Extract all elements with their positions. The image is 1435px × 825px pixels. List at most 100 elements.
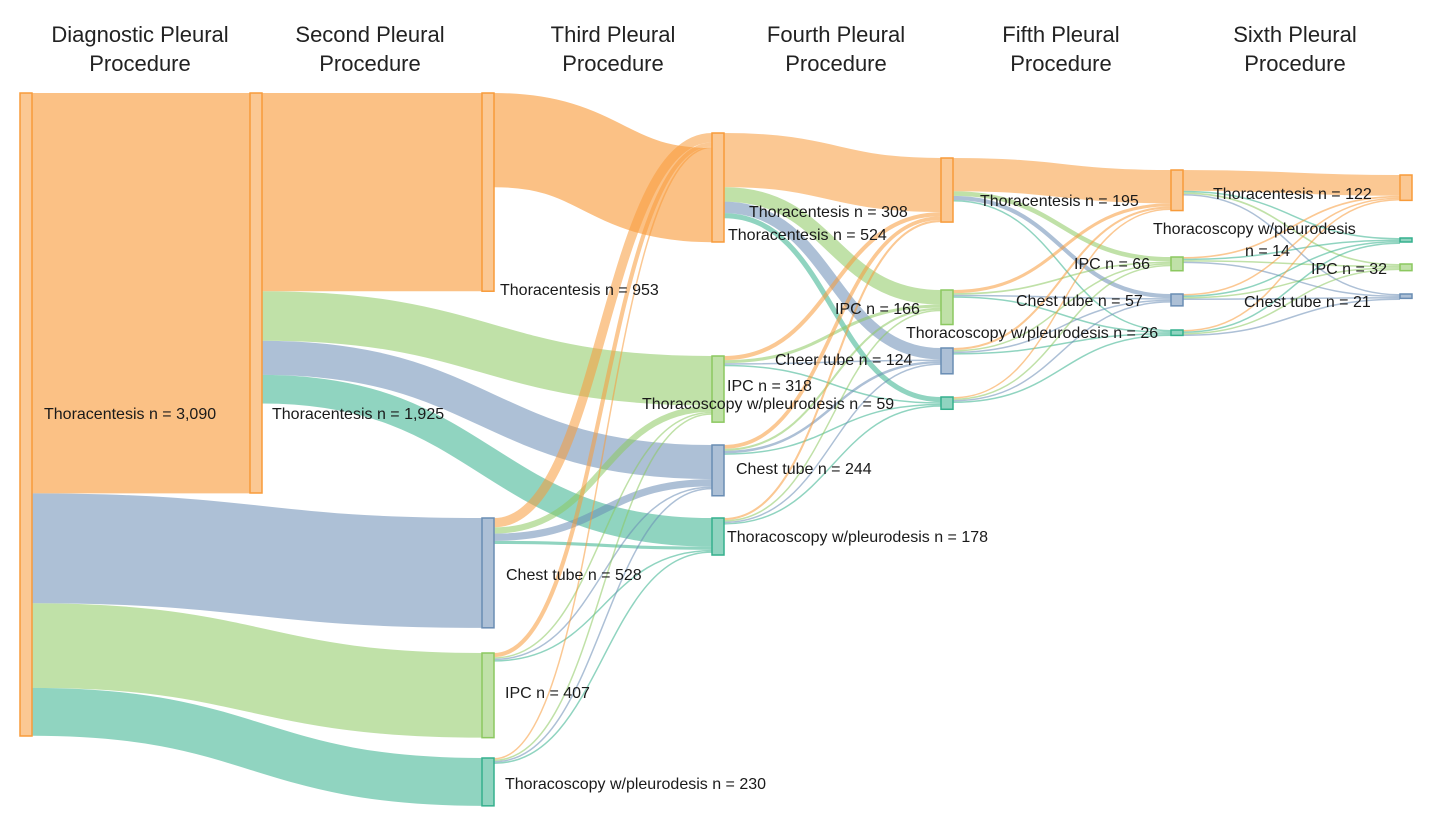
flow-f_s-to-v_c [723,363,942,524]
flow-f_i-to-v_c [723,359,942,365]
label-y_i: IPC n = 32 [1311,261,1387,278]
node-t_c [481,517,495,629]
label-s_t: Thoracentesis n = 1,925 [272,406,444,423]
label-x_t: Thoracentesis n = 195 [980,193,1139,210]
flow-v_i-to-x_c [952,294,1172,300]
flow-v_c-to-x_i [952,263,1172,352]
flow-x_t-to-y_t [1182,170,1401,196]
node-v_s [940,396,954,411]
flow-v_c-to-x_s [952,333,1172,355]
node-t_t [481,92,495,292]
flow-d_t-to-t_c [31,493,483,628]
flow-f_c-to-v_t [723,216,942,449]
flow-t_i-to-f_s [493,549,713,662]
flow-t_c-to-f_i [493,405,713,534]
node-y_c [1399,293,1413,300]
flow-t_t-to-f_t [492,93,714,243]
node-x_i [1170,256,1184,272]
flow-f_c-to-v_c [723,360,942,454]
flow-f_c-to-v_i [723,307,942,451]
node-y_t [1399,174,1413,202]
flow-v_c-to-x_c [952,299,1172,354]
flow-x_s-to-y_c [1182,298,1401,336]
label-t_c: Chest tube n = 528 [506,567,642,584]
flow-t_i-to-f_c [493,486,713,661]
node-f_s [711,517,725,556]
flow-f_i-to-v_s [723,364,942,404]
flow-x_s-to-y_t [1182,198,1401,332]
flow-t_c-to-f_s [493,540,713,550]
flow-f_i-to-v_t [723,212,942,361]
node-v_t [940,157,954,223]
flow-t_s-to-f_s [493,551,713,764]
flow-x_i-to-y_t [1182,195,1401,259]
label-f_t: Thoracentesis n = 524 [728,227,887,244]
flow-f_t-to-v_i [723,187,942,305]
label-t_s: Thoracoscopy w/pleurodesis n = 230 [505,776,766,793]
flow-v_s-to-x_c [952,301,1172,402]
flow-x_s-to-y_i [1182,268,1401,335]
node-t_s [481,757,495,807]
flow-v_i-to-x_t [952,203,1172,294]
flow-f_s-to-v_s [723,405,942,525]
label-f_s: Thoracoscopy w/pleurodesis n = 178 [727,529,988,546]
label-x_c: Chest tube n = 57 [1016,293,1143,310]
flow-f_t-to-v_s [723,213,942,403]
node-y_i [1399,263,1413,272]
flow-v_t-to-x_t [952,158,1172,204]
flow-v_i-to-x_s [952,296,1172,333]
node-f_c [711,444,725,497]
node-f_t [711,132,725,243]
links-layer [31,92,1401,806]
node-v_i [940,289,954,326]
flow-x_c-to-y_i [1182,267,1401,299]
flow-x_i-to-y_i [1182,260,1401,268]
label-y_t: Thoracentesis n = 122 [1213,186,1372,203]
flow-x_s-to-y_s [1182,242,1401,333]
label-x_i: IPC n = 66 [1074,256,1150,273]
label-f_c: Chest tube n = 244 [736,461,872,478]
label-y_s-line1: Thoracoscopy w/pleurodesis [1153,221,1356,238]
flow-d_t-to-t_i [31,603,483,738]
label-d_t: Thoracentesis n = 3,090 [44,406,216,423]
flow-x_t-to-y_c [1182,193,1401,296]
flow-x_i-to-y_c [1182,261,1401,297]
flow-f_t-to-v_c [723,201,942,360]
node-y_s [1399,237,1413,243]
flow-x_t-to-y_s [1182,190,1401,240]
flow-t_s-to-f_c [493,487,713,763]
flow-x_t-to-y_i [1182,192,1401,266]
flow-f_s-to-v_i [723,309,942,522]
label-y_s-line2: n = 14 [1245,243,1290,260]
flow-v_s-to-x_s [952,334,1172,403]
node-x_t [1170,169,1184,212]
node-d_t [19,92,33,737]
flow-v_t-to-x_i [952,191,1172,262]
flow-x_c-to-y_t [1182,197,1401,296]
flow-t_i-to-f_i [493,411,713,659]
label-t_t: Thoracentesis n = 953 [500,282,659,299]
flow-v_t-to-x_s [952,200,1172,332]
node-t_i [481,652,495,739]
flow-d_t-to-t_s [31,687,483,806]
label-t_i: IPC n = 407 [505,685,590,702]
flow-v_s-to-x_i [952,264,1172,400]
flow-t_c-to-f_c [493,479,713,541]
label-v_t: Thoracentesis n = 308 [749,204,908,221]
label-x_s: Thoracoscopy w/pleurodesis n = 26 [906,325,1158,342]
node-f_i [711,355,725,423]
node-x_s [1170,329,1184,337]
flow-f_t-to-v_t [723,133,942,213]
flow-x_c-to-y_c [1182,297,1401,300]
flow-f_c-to-v_s [723,403,942,455]
node-v_c [940,347,954,375]
flow-s_t-to-f_i [261,291,713,406]
flow-t_s-to-f_i [493,413,713,761]
